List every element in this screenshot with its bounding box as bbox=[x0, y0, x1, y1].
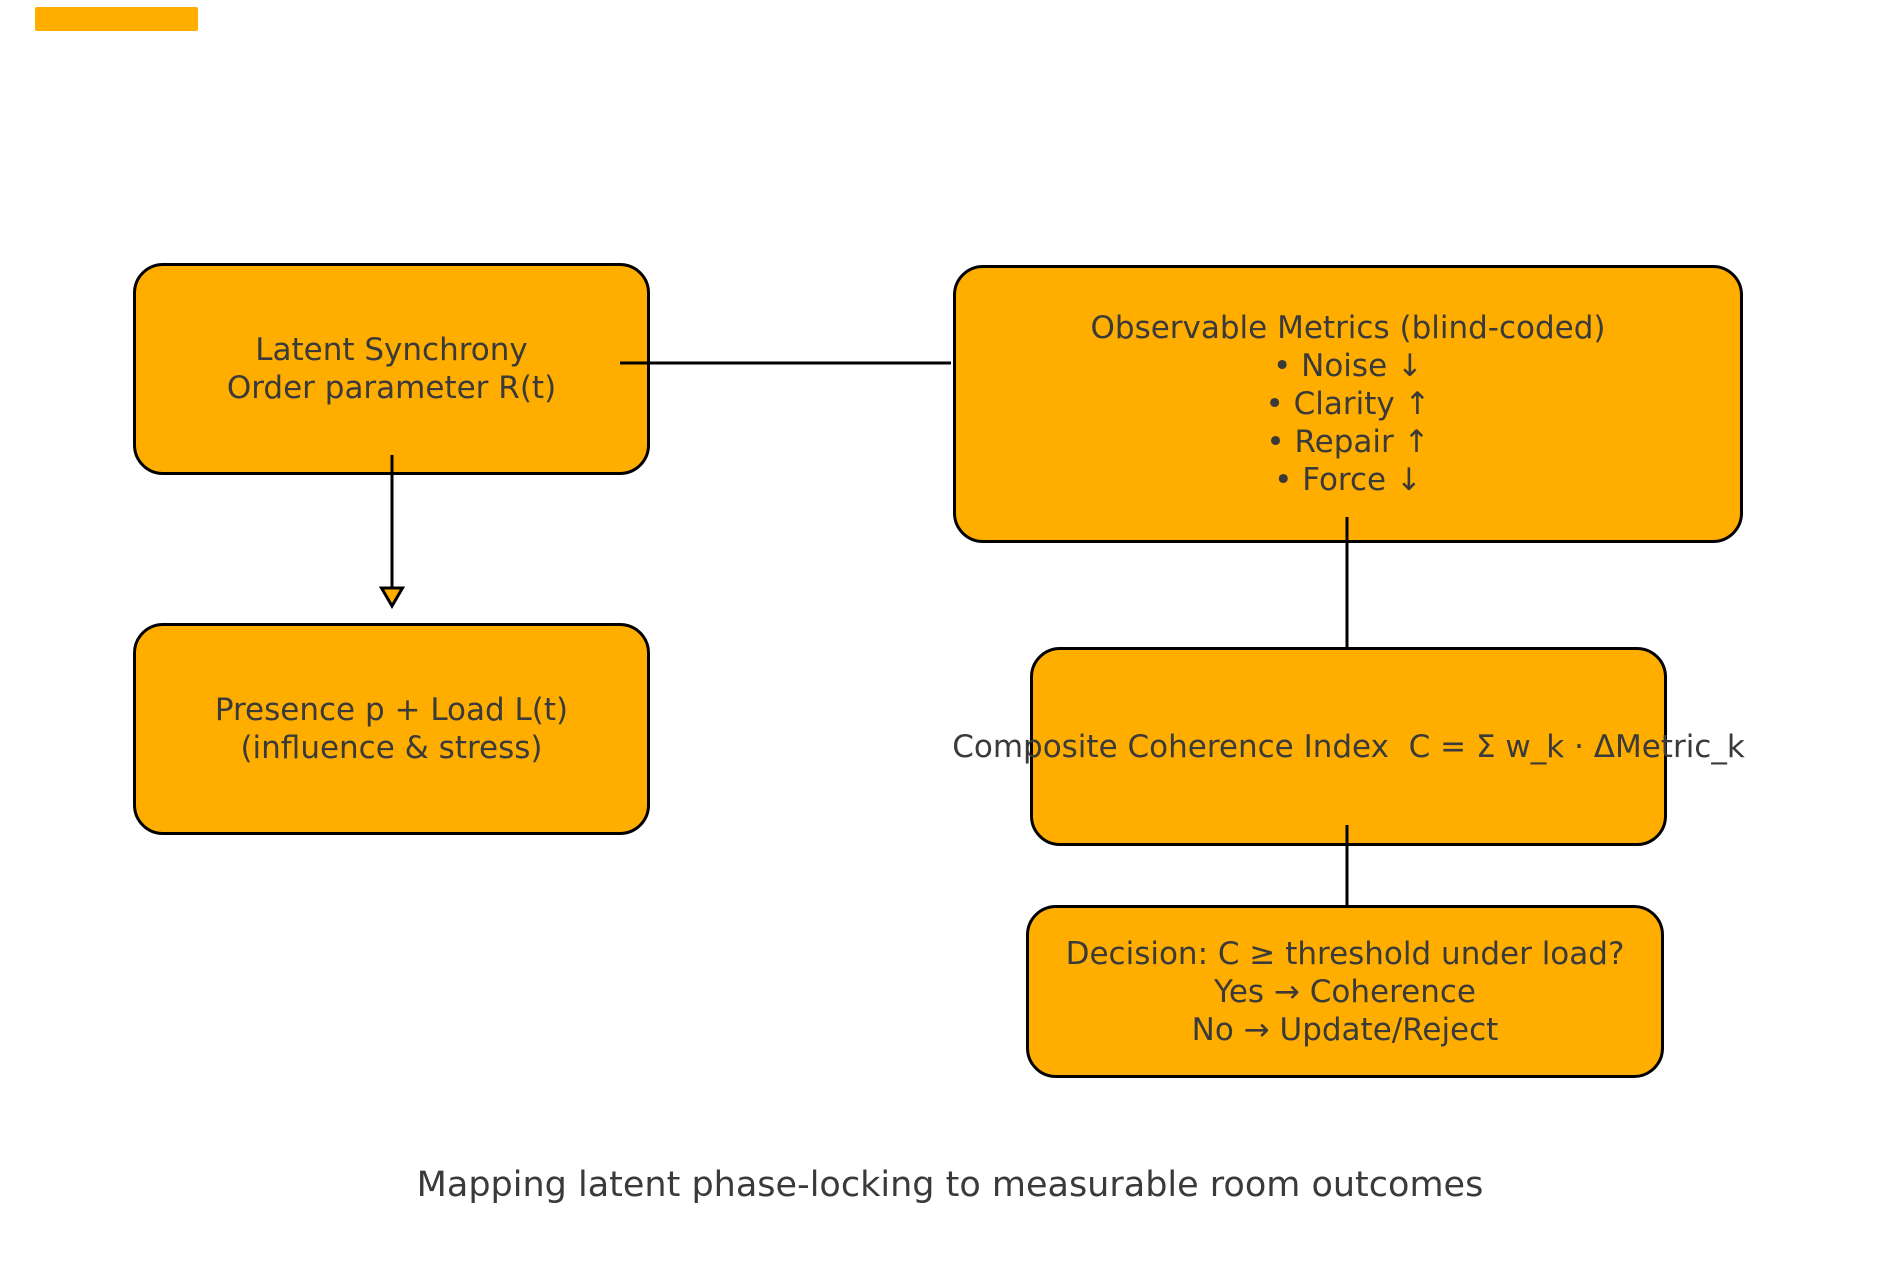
node-composite-coherence-index-label: Composite Coherence Index C = Σ w_k · ΔM… bbox=[952, 728, 1745, 765]
node-observable-metrics: Observable Metrics (blind-coded) • Noise… bbox=[953, 265, 1743, 543]
orange-marker-bar bbox=[35, 7, 198, 31]
node-decision-threshold-label: Decision: C ≥ threshold under load? Yes … bbox=[1065, 935, 1625, 1048]
arrow-down-head-icon bbox=[378, 586, 406, 609]
node-latent-synchrony: Latent Synchrony Order parameter R(t) bbox=[133, 263, 650, 475]
node-latent-synchrony-label: Latent Synchrony Order parameter R(t) bbox=[226, 332, 557, 406]
node-composite-coherence-index: Composite Coherence Index C = Σ w_k · ΔM… bbox=[952, 647, 1745, 846]
node-presence-load-label: Presence p + Load L(t) (influence & stre… bbox=[214, 692, 569, 766]
node-decision-threshold: Decision: C ≥ threshold under load? Yes … bbox=[1026, 905, 1664, 1078]
node-observable-metrics-label: Observable Metrics (blind-coded) • Noise… bbox=[1090, 310, 1606, 498]
diagram-caption: Mapping latent phase-locking to measurab… bbox=[416, 1165, 1484, 1205]
node-presence-load: Presence p + Load L(t) (influence & stre… bbox=[133, 623, 650, 835]
